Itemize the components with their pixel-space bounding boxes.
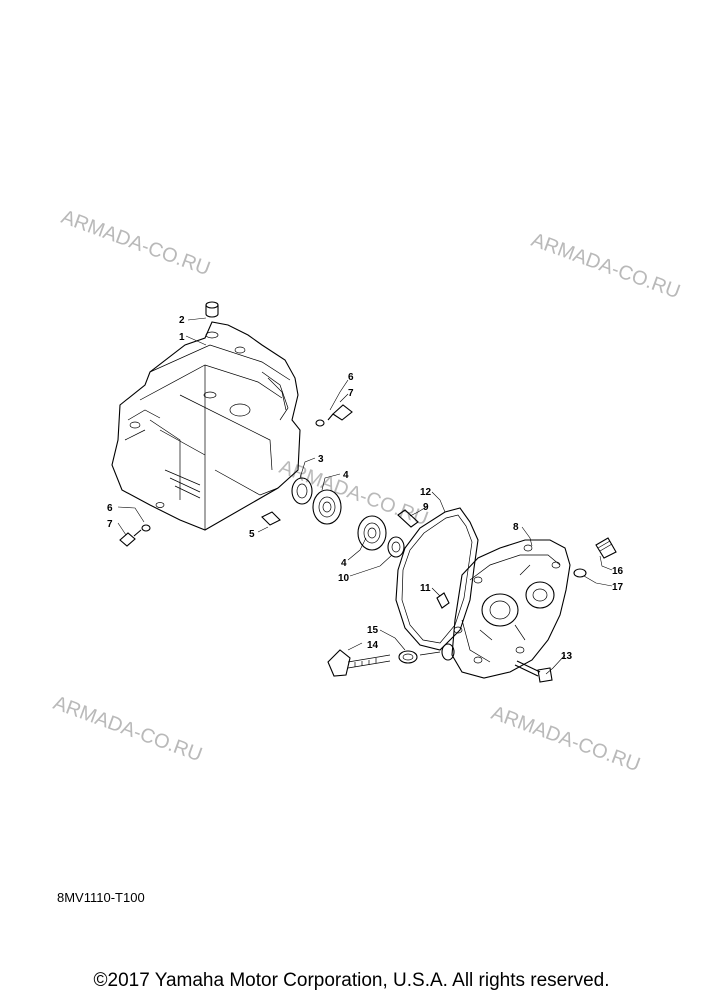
watermark-bottom-left: ARMADA-CO.RU <box>50 692 205 766</box>
washer-bolt-upper <box>315 404 353 427</box>
bolt-13 <box>514 660 553 683</box>
seal-bearing-upper <box>291 477 342 525</box>
callout-7-upper: 7 <box>348 388 354 399</box>
gasket-12 <box>395 507 479 651</box>
watermark-bottom-right: ARMADA-CO.RU <box>488 702 643 776</box>
callout-labels: 1 2 3 4 4 5 6 6 7 7 8 9 10 11 12 13 14 1… <box>107 315 624 662</box>
plug-oring <box>573 537 617 578</box>
callout-8: 8 <box>513 522 519 533</box>
callout-9: 9 <box>423 502 429 513</box>
washer-bolt-lower <box>119 524 151 547</box>
crankcase-left <box>111 321 301 531</box>
callout-6-lower: 6 <box>107 503 113 514</box>
copyright-notice: ©2017 Yamaha Motor Corporation, U.S.A. A… <box>93 970 610 991</box>
diagram-code: 8MV1110-T100 <box>57 890 145 905</box>
dowel-11 <box>436 592 450 609</box>
callout-14: 14 <box>367 640 379 651</box>
leader-lines <box>117 317 613 675</box>
watermark-top-left: ARMADA-CO.RU <box>58 206 213 280</box>
pin-9 <box>397 509 419 528</box>
callout-15: 15 <box>367 625 379 636</box>
watermarks: ARMADA-CO.RU ARMADA-CO.RU ARMADA-CO.RU A… <box>50 206 683 776</box>
callout-6-upper: 6 <box>348 372 354 383</box>
callout-7-lower: 7 <box>107 519 113 530</box>
dipstick-14 <box>327 643 455 677</box>
seal-bearing-lower <box>357 515 405 558</box>
watermark-top-right: ARMADA-CO.RU <box>528 229 683 303</box>
callout-12: 12 <box>420 487 432 498</box>
callout-13: 13 <box>561 651 573 662</box>
callout-4-upper: 4 <box>343 470 349 481</box>
callout-10: 10 <box>338 573 350 584</box>
callout-2: 2 <box>179 315 185 326</box>
callout-4-lower: 4 <box>341 558 347 569</box>
callout-16: 16 <box>612 566 624 577</box>
watermark-center: ARMADA-CO.RU <box>276 456 431 530</box>
crankcase-right <box>451 539 571 679</box>
callout-1: 1 <box>179 332 185 343</box>
callout-17: 17 <box>612 582 624 593</box>
callout-11: 11 <box>420 583 431 594</box>
dowel-5 <box>261 511 281 526</box>
callout-3: 3 <box>318 454 324 465</box>
callout-5: 5 <box>249 529 255 540</box>
dowel-top <box>205 301 219 318</box>
